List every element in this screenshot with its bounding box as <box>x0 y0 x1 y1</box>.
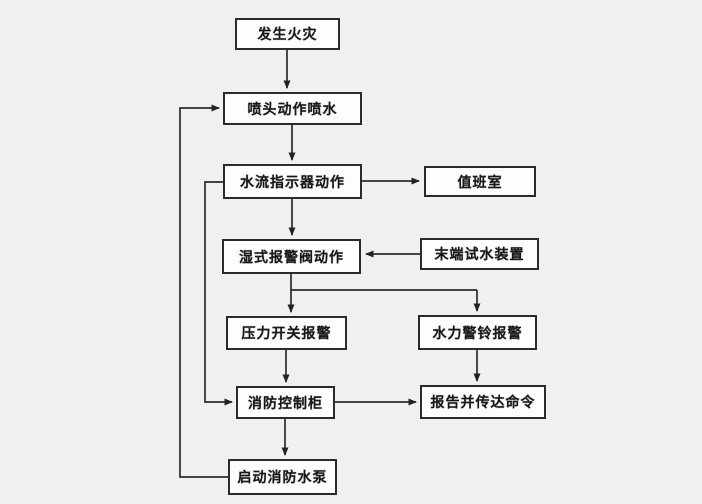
node-start-fire-pump-label: 启动消防水泵 <box>237 470 328 486</box>
node-start-fire-pump: 启动消防水泵 <box>228 459 337 495</box>
node-fire-control-cabinet: 消防控制柜 <box>236 386 335 419</box>
node-fire-occurs: 发生火灾 <box>235 18 340 50</box>
node-water-flow-indicator: 水流指示器动作 <box>223 164 362 199</box>
node-pressure-switch-alarm: 压力开关报警 <box>226 316 347 350</box>
node-water-flow-indicator-label: 水流指示器动作 <box>240 174 345 191</box>
node-fire-control-cabinet-label: 消防控制柜 <box>248 395 323 412</box>
node-hydraulic-alarm-bell: 水力警铃报警 <box>418 315 537 350</box>
node-end-test-device: 末端试水装置 <box>420 238 539 270</box>
node-duty-room: 值班室 <box>424 166 536 197</box>
node-fire-occurs-label: 发生火灾 <box>257 27 318 43</box>
node-sprinkler-sprays: 喷头动作喷水 <box>223 92 362 125</box>
node-hydraulic-alarm-bell-label: 水力警铃报警 <box>432 325 523 342</box>
edge-start-pump-loop-to-sprinkler <box>179 104 228 478</box>
node-pressure-switch-alarm-label: 压力开关报警 <box>241 326 332 342</box>
node-wet-alarm-valve: 湿式报警阀动作 <box>222 239 361 274</box>
node-report-and-relay-orders: 报告并传达命令 <box>420 385 546 419</box>
node-report-and-relay-orders-label: 报告并传达命令 <box>430 395 536 411</box>
node-sprinkler-sprays-label: 喷头动作喷水 <box>247 101 338 118</box>
node-wet-alarm-valve-label: 湿式报警阀动作 <box>239 249 344 266</box>
node-duty-room-label: 值班室 <box>457 174 503 191</box>
edge-flow-indicator-loop-to-cabinet <box>204 181 233 406</box>
node-end-test-device-label: 末端试水装置 <box>434 247 525 263</box>
